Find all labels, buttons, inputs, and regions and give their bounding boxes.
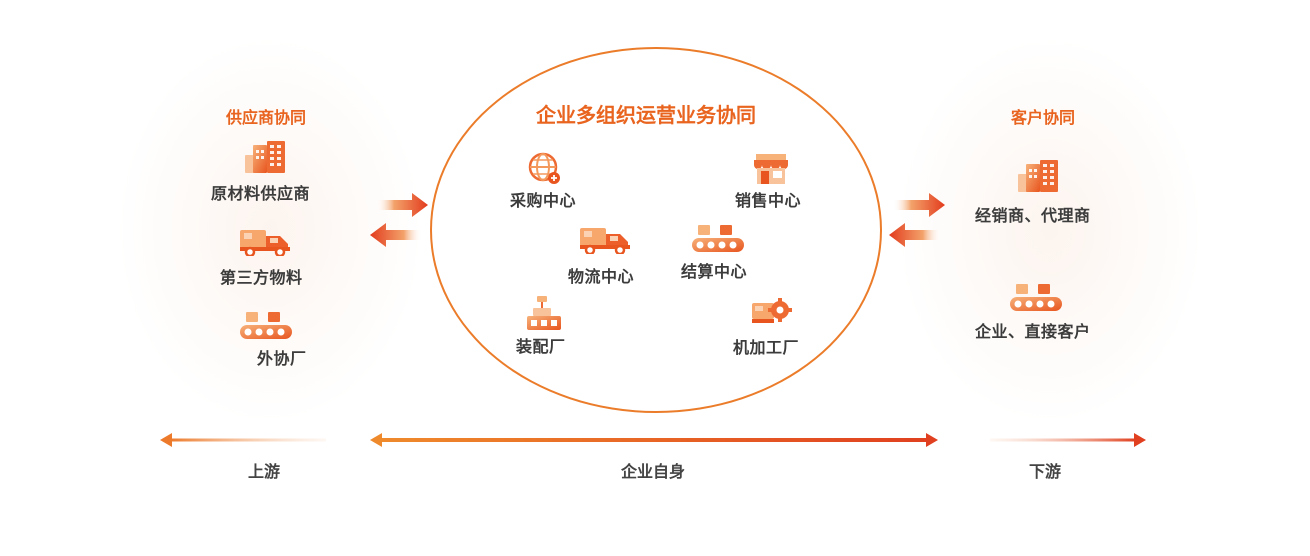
upstream-item-outsourced-factory: 外协厂: [257, 349, 307, 368]
downstream-glow: [900, 40, 1200, 420]
upstream-item-raw-material: 原材料供应商: [211, 184, 311, 203]
axis-label-downstream: 下游: [1028, 462, 1062, 481]
center-item-logistics: 物流中心: [568, 267, 635, 286]
arrow-right-to-enterprise: [376, 193, 428, 217]
center-item-sales: 销售中心: [735, 191, 802, 210]
downstream-item-distributors: 经销商、代理商: [975, 206, 1091, 225]
upstream-item-third-party: 第三方物料: [220, 268, 303, 287]
buildings-icon: [243, 141, 287, 173]
factory-machine-icon: [527, 296, 561, 330]
downstream-item-direct-customers: 企业、直接客户: [975, 322, 1091, 341]
downstream-title: 客户协同: [1011, 108, 1076, 127]
center-item-machining-plant: 机加工厂: [733, 338, 800, 357]
buildings-icon: [1016, 160, 1060, 192]
arrow-left-to-enterprise: [889, 223, 941, 247]
center-title: 企业多组织运营业务协同: [536, 103, 756, 127]
arrow-right-to-customers: [893, 193, 945, 217]
upstream-title: 供应商协同: [226, 108, 307, 127]
conveyor-boxes-icon: [1010, 284, 1062, 312]
globe-icon: [528, 152, 562, 186]
center-item-assembly-plant: 装配厂: [516, 337, 566, 356]
gear-machine-icon: [752, 295, 792, 325]
axis-upstream-arrow: [160, 433, 326, 447]
axis-label-upstream: 上游: [247, 462, 281, 481]
conveyor-boxes-icon: [692, 225, 744, 253]
axis-downstream-arrow: [990, 433, 1146, 447]
arrow-left-to-suppliers: [370, 223, 422, 247]
axis-label-enterprise: 企业自身: [620, 462, 686, 481]
axis-enterprise-arrow: [370, 433, 938, 447]
center-item-settlement: 结算中心: [681, 262, 748, 281]
truck-icon: [240, 228, 294, 256]
upstream-glow: [120, 40, 420, 420]
center-item-procurement: 采购中心: [510, 191, 577, 210]
storefront-icon: [754, 154, 788, 184]
enterprise-ring: [430, 47, 882, 413]
truck-icon: [580, 226, 634, 254]
conveyor-boxes-icon: [240, 312, 292, 340]
